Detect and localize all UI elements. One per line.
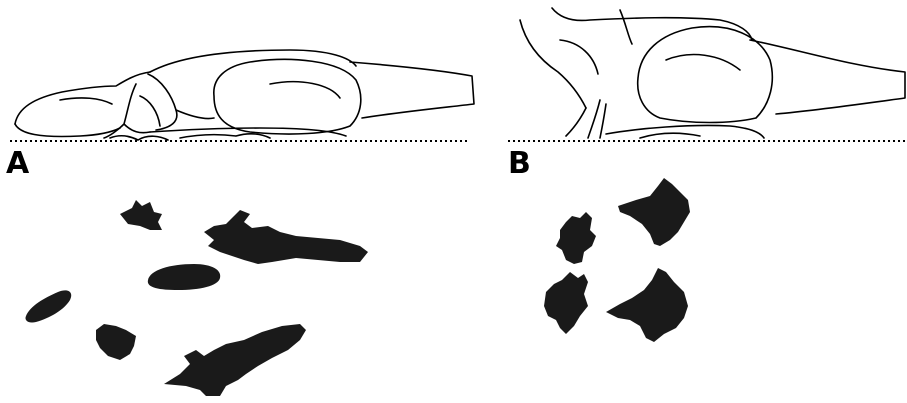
panel-a-jaw bbox=[15, 124, 120, 137]
panel-a-large-print-upper bbox=[204, 210, 368, 264]
panel-a-trackway bbox=[25, 200, 368, 396]
panel-b-neck bbox=[552, 8, 752, 40]
panel-a-small-print-lower bbox=[96, 324, 136, 360]
panel-a-large-print-lower bbox=[164, 324, 306, 396]
panel-b-tail bbox=[750, 40, 905, 114]
panel-a-snout-line bbox=[60, 98, 112, 104]
panel-b-print-lower-left bbox=[544, 272, 588, 334]
panel-b-print-lower-right bbox=[606, 268, 688, 342]
panel-a-tail-impression bbox=[25, 290, 71, 322]
panel-a-small-print bbox=[120, 200, 162, 230]
panel-b-chest bbox=[520, 20, 586, 108]
panel-b-print-upper-right bbox=[618, 178, 690, 246]
panel-a-animal-outline bbox=[15, 50, 474, 140]
panel-a-belly bbox=[176, 110, 214, 119]
panel-a-knee-line bbox=[270, 82, 340, 98]
panel-a-forearm bbox=[148, 74, 177, 130]
panel-b-knee-line bbox=[666, 55, 740, 70]
panel-b-foot bbox=[606, 125, 764, 138]
panel-b-print-upper-left bbox=[556, 212, 596, 264]
panel-b-forelimb bbox=[566, 100, 606, 138]
panel-a-tail bbox=[350, 62, 474, 118]
panel-b-label: B bbox=[508, 149, 531, 179]
panel-a-forelimb bbox=[104, 84, 160, 138]
panel-a-body-impression bbox=[148, 264, 220, 290]
panel-a-toes bbox=[110, 136, 168, 140]
panel-a-label: A bbox=[6, 149, 29, 179]
panel-b-animal-outline bbox=[520, 8, 905, 138]
panel-b-trackway bbox=[544, 178, 690, 342]
